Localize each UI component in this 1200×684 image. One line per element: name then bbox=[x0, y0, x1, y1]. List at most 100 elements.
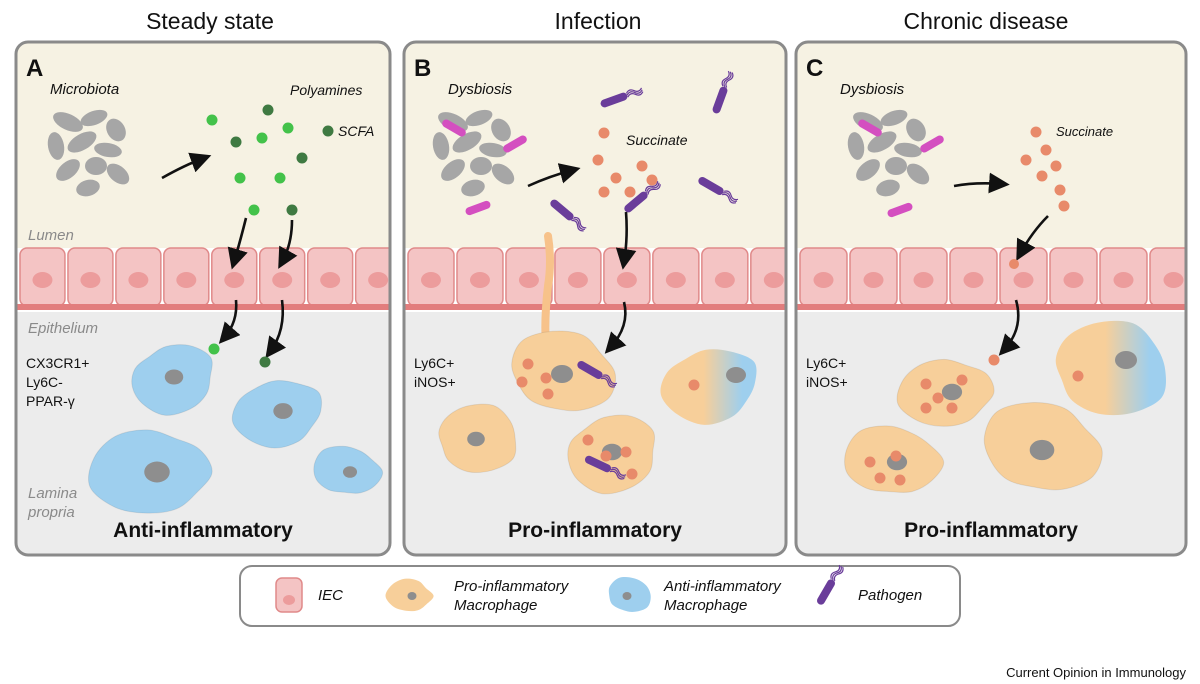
pro-inflammatory-macrophage bbox=[438, 403, 517, 473]
microbe bbox=[53, 112, 83, 132]
legend: IECPro-inflammatoryMacrophageAnti-inflam… bbox=[239, 564, 961, 627]
microbe bbox=[856, 159, 880, 181]
pathogen-flagellum bbox=[725, 72, 734, 88]
microbe bbox=[461, 179, 485, 197]
microbe bbox=[47, 132, 65, 160]
scfa-label: SCFA bbox=[338, 123, 374, 139]
macrophage-nucleus bbox=[342, 466, 358, 478]
panel-a: AMicrobiotaAnti-inflammatoryCX3CR1+Ly6C-… bbox=[14, 40, 392, 557]
pathogen-flagellum bbox=[627, 91, 644, 98]
pathogen-flagellum bbox=[832, 565, 842, 581]
cell-marker-label: PPAR-γ bbox=[26, 393, 75, 409]
metabolite-dot bbox=[262, 104, 274, 116]
succinate-dot bbox=[600, 450, 612, 462]
pathogen-flagellum bbox=[723, 190, 739, 201]
iec-nucleus bbox=[813, 272, 834, 288]
microbe bbox=[106, 163, 130, 185]
pro-inflammatory-macrophage bbox=[983, 402, 1103, 491]
iec-nucleus bbox=[1113, 272, 1134, 288]
panel-layers bbox=[16, 42, 390, 555]
legend-pro-label-line2: Macrophage bbox=[454, 597, 537, 614]
iec-nucleus bbox=[714, 272, 735, 288]
pathogen-flagellum bbox=[626, 89, 643, 96]
iec-nucleus bbox=[567, 272, 588, 288]
iec-nucleus bbox=[616, 272, 637, 288]
cell-marker-label: iNOS+ bbox=[806, 374, 848, 390]
succinate-dot bbox=[610, 172, 622, 184]
basement-membrane bbox=[404, 304, 786, 310]
succinate-dot bbox=[1072, 370, 1084, 382]
column-title-chronic-disease: Chronic disease bbox=[903, 8, 1069, 34]
macrophage-nucleus bbox=[726, 367, 746, 383]
dysbiotic-microbiota-cluster bbox=[847, 109, 930, 197]
succinate-dot bbox=[920, 378, 932, 390]
iec-nucleus bbox=[32, 272, 53, 288]
anti-inflammatory-macrophage bbox=[313, 445, 384, 494]
pathogen-flagellum bbox=[647, 184, 661, 195]
succinate-dot bbox=[1058, 200, 1070, 212]
scfa-legend-dot bbox=[322, 125, 334, 137]
iec-nucleus bbox=[518, 272, 539, 288]
journal-credit: Current Opinion in Immunology bbox=[1006, 665, 1186, 680]
transport-arrow bbox=[1016, 215, 1049, 261]
microbiota-cluster bbox=[47, 109, 130, 197]
pathogen-flagellum bbox=[573, 216, 587, 229]
succinate-dot bbox=[1030, 126, 1042, 138]
microbe bbox=[894, 142, 922, 158]
metabolite-dot bbox=[282, 122, 294, 134]
succinate-dot bbox=[920, 402, 932, 414]
pathogen-flagellum bbox=[600, 377, 616, 388]
column-title-infection: Infection bbox=[554, 8, 642, 34]
pathogen-flagellum bbox=[571, 219, 584, 232]
microbe bbox=[491, 118, 511, 142]
microbe bbox=[906, 118, 926, 142]
pathogen-flagellum bbox=[609, 470, 625, 480]
dendrite-extension bbox=[541, 232, 554, 350]
microbe bbox=[906, 163, 930, 185]
iec-nucleus bbox=[80, 272, 101, 288]
succinate-dot bbox=[1050, 160, 1062, 172]
commensal-bacterium bbox=[442, 119, 466, 137]
lumen-label: Lumen bbox=[28, 227, 74, 244]
iec-nucleus bbox=[272, 272, 293, 288]
pathogen-body bbox=[600, 92, 628, 108]
pathogen bbox=[712, 70, 734, 114]
legend-pathogen-label: Pathogen bbox=[858, 587, 922, 604]
polyamines-label: Polyamines bbox=[290, 82, 362, 98]
succinate-dot bbox=[1040, 144, 1052, 156]
pathogen-flagellum bbox=[602, 374, 618, 385]
state-label: Pro-inflammatory bbox=[904, 519, 1078, 542]
microbe bbox=[479, 142, 507, 158]
succinate-dot bbox=[932, 392, 944, 404]
pathogen-body bbox=[584, 455, 612, 473]
succinate-dot bbox=[540, 372, 552, 384]
macrophage-nucleus bbox=[941, 383, 963, 401]
microbe bbox=[452, 131, 482, 153]
metabolite-dot bbox=[259, 356, 271, 368]
succinate-dot bbox=[620, 446, 632, 458]
succinate-dot bbox=[646, 174, 658, 186]
transport-arrow bbox=[218, 299, 241, 344]
pathogen-flagellum bbox=[611, 466, 627, 476]
legend-iec-label: IEC bbox=[318, 587, 343, 604]
iec-nucleus bbox=[320, 272, 341, 288]
microbe bbox=[880, 109, 908, 127]
microbe bbox=[470, 157, 492, 175]
iec-nucleus bbox=[963, 272, 984, 288]
transport-arrow bbox=[227, 217, 248, 270]
pathogen-flagellum bbox=[722, 192, 738, 202]
microbe bbox=[876, 179, 900, 197]
pathogen-flagellum bbox=[610, 468, 626, 478]
macrophage-nucleus bbox=[551, 365, 573, 383]
basement-membrane bbox=[16, 304, 390, 310]
legend-pro-label-line1: Pro-inflammatory bbox=[454, 578, 570, 595]
pathogen-flagellum bbox=[644, 181, 659, 192]
macrophage-body bbox=[1055, 320, 1166, 416]
cell-marker-label: iNOS+ bbox=[414, 374, 456, 390]
succinate-dot bbox=[688, 379, 700, 391]
pathogen-flagellum bbox=[572, 218, 586, 230]
mixed-macrophage bbox=[1055, 320, 1166, 416]
engulfed-pathogen bbox=[584, 455, 627, 480]
